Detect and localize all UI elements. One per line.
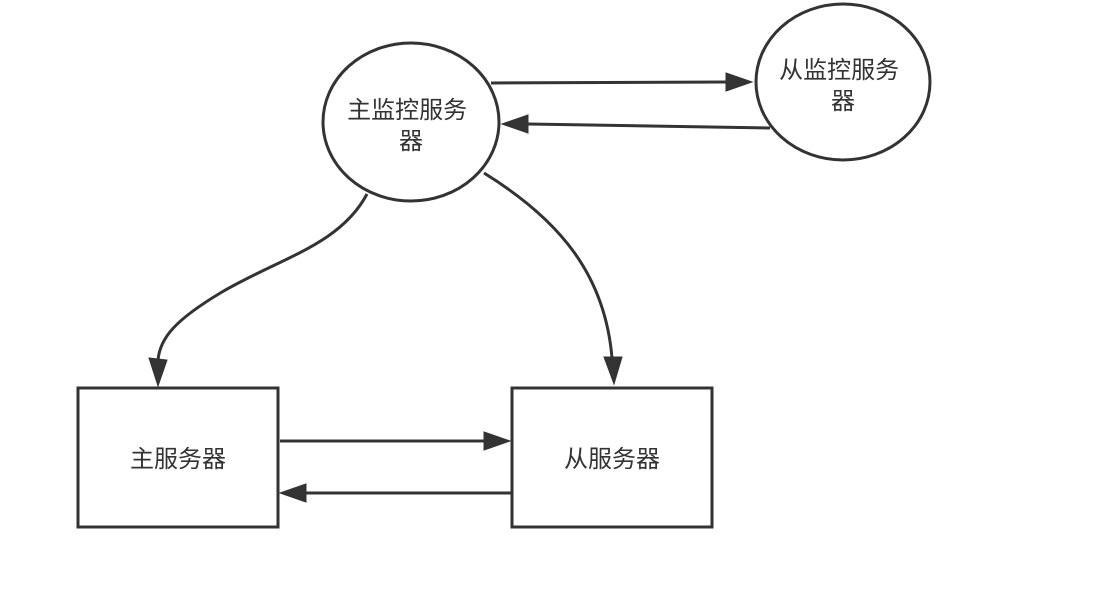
- node-master-monitor-shape: [321, 41, 501, 203]
- node-master-server-shape: [76, 386, 280, 529]
- node-master-monitor[interactable]: 主监控服务 器: [321, 41, 501, 203]
- edge-line: [483, 171, 614, 359]
- node-master-monitor-label: 主监控服务 器: [347, 96, 475, 155]
- edge-line: [527, 122, 771, 130]
- node-label-line: 主服务器: [130, 445, 226, 473]
- edge-slave-server-to-master-server: [278, 483, 511, 503]
- edge-line: [156, 193, 369, 361]
- node-slave-monitor-shape: [754, 2, 932, 162]
- node-label-line: 从服务器: [564, 445, 660, 473]
- node-slave-server-label: 从服务器: [564, 445, 660, 473]
- node-slave-monitor-label: 从监控服务 器: [779, 56, 907, 115]
- node-slave-monitor[interactable]: 从监控服务 器: [754, 2, 932, 162]
- node-label-line: 主监控服务: [347, 96, 467, 124]
- arrowhead-icon: [148, 357, 168, 388]
- edge-line: [490, 80, 728, 85]
- node-label-line: 器: [831, 87, 855, 115]
- node-label-line: 从监控服务: [779, 56, 899, 84]
- node-master-server[interactable]: 主服务器: [76, 386, 280, 529]
- edges: [148, 72, 771, 503]
- edge-master-monitor-to-slave-server: [483, 171, 623, 386]
- node-label-line: 器: [399, 127, 423, 155]
- edge-master-server-to-slave-server: [280, 431, 512, 451]
- node-slave-server-shape: [510, 386, 714, 529]
- arrowhead-icon: [278, 483, 307, 503]
- arrowhead-icon: [725, 72, 754, 92]
- node-slave-server[interactable]: 从服务器: [510, 386, 714, 529]
- edge-master-monitor-to-slave-monitor: [490, 72, 754, 92]
- edge-slave-monitor-to-master-monitor: [500, 114, 771, 134]
- arrowhead-icon: [603, 356, 623, 386]
- node-master-server-label: 主服务器: [130, 445, 226, 473]
- arrowhead-icon: [483, 431, 512, 451]
- edge-master-monitor-to-master-server: [148, 193, 369, 388]
- arrowhead-icon: [500, 114, 529, 134]
